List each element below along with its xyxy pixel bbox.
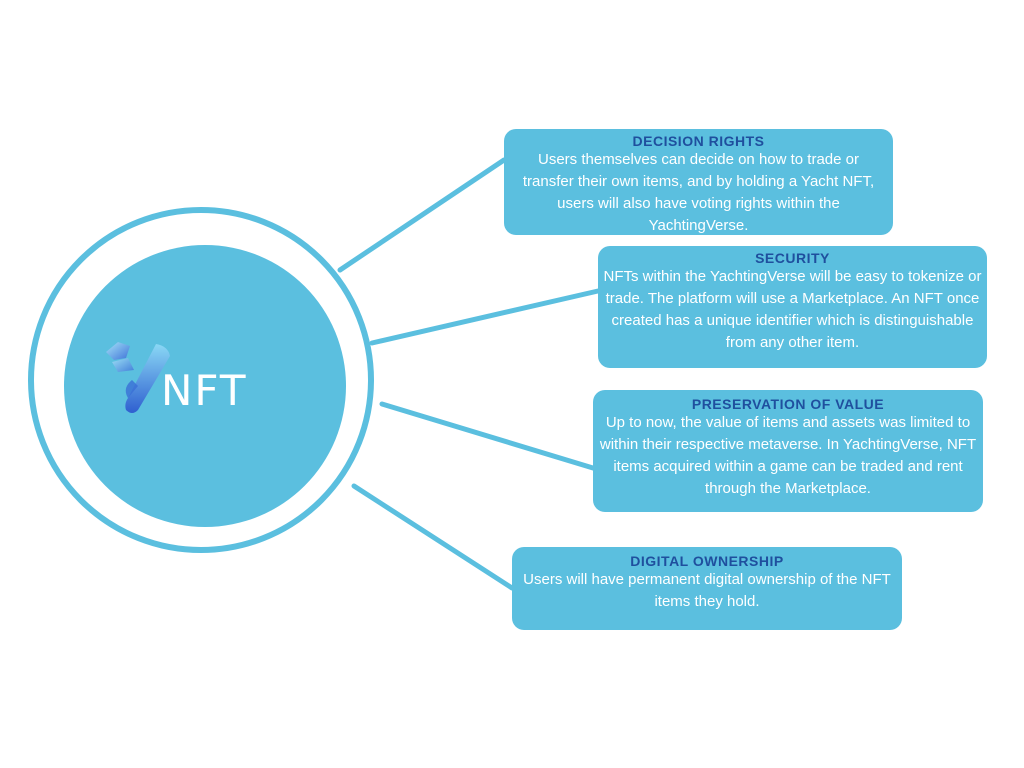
card-body: Users will have permanent digital owners… bbox=[523, 571, 891, 610]
card-preservation-of-value: PRESERVATION OF VALUE Up to now, the val… bbox=[593, 390, 983, 512]
card-security: SECURITY NFTs within the YachtingVerse w… bbox=[598, 246, 987, 368]
card-title: SECURITY bbox=[755, 250, 830, 266]
card-title: DIGITAL OWNERSHIP bbox=[630, 553, 784, 569]
logo-text: NFT bbox=[161, 366, 248, 415]
card-body: Up to now, the value of items and assets… bbox=[599, 414, 977, 497]
connector-security bbox=[369, 288, 601, 346]
nft-logo: NFT bbox=[104, 340, 254, 420]
center-circle bbox=[64, 245, 346, 527]
card-decision-rights: DECISION RIGHTS Users themselves can dec… bbox=[504, 129, 893, 235]
card-body: NFTs within the YachtingVerse will be ea… bbox=[603, 268, 982, 351]
card-title: PRESERVATION OF VALUE bbox=[691, 396, 885, 412]
card-digital-ownership: DIGITAL OWNERSHIP Users will have perman… bbox=[512, 547, 902, 630]
y-shape-logo-icon bbox=[106, 342, 170, 413]
card-body: Users themselves can decide on how to tr… bbox=[522, 151, 875, 234]
card-title: DECISION RIGHTS bbox=[632, 133, 765, 149]
connector-preservation bbox=[379, 401, 596, 471]
connector-ownership bbox=[351, 483, 515, 591]
connector-decision bbox=[337, 157, 507, 273]
